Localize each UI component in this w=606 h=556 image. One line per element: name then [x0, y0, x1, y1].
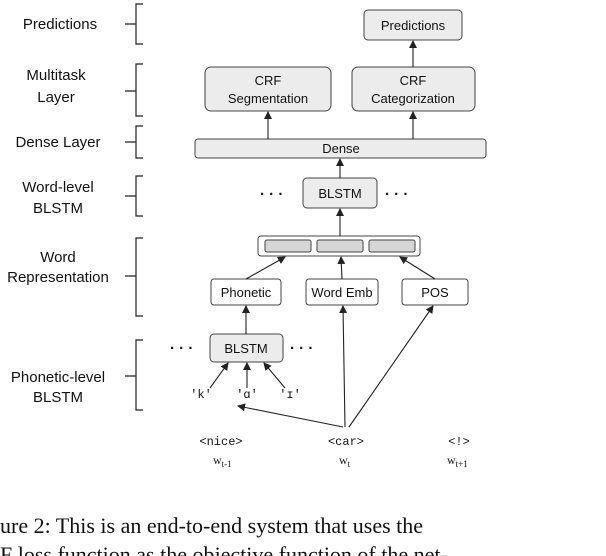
arrow-k-to-blstm: [209, 362, 229, 389]
arrow-pos-to-concat: [399, 256, 436, 280]
word-blstm-label: BLSTM: [318, 186, 361, 201]
phoneme-3: 'ɪ': [279, 388, 301, 402]
label-multitask-2: Layer: [37, 89, 75, 106]
crf-cat-label-1: CRF: [400, 73, 427, 88]
arrow-i-to-blstm: [263, 362, 286, 389]
label-predictions: Predictions: [23, 16, 97, 33]
crf-cat-label-2: Categorization: [371, 91, 455, 106]
arrow-phonetic-to-concat: [245, 256, 286, 280]
bracket-word-rep: [125, 237, 143, 317]
phonetic-blstm-label: BLSTM: [224, 341, 267, 356]
label-multitask-1: Multitask: [26, 67, 86, 84]
bracket-phonetic-level: [125, 339, 143, 411]
token-3-w: wt+1: [447, 453, 468, 469]
label-word-level-1: Word-level: [22, 179, 93, 196]
phoneme-2: 'ɑ': [236, 388, 258, 402]
arrow-token-to-phonemes: [237, 403, 344, 428]
ellipses: · · · · · · · · · · · ·: [170, 186, 408, 357]
crf-seg-label-1: CRF: [255, 73, 282, 88]
label-phonetic-level-2: BLSTM: [33, 389, 83, 406]
crf-seg-label-2: Segmentation: [228, 91, 308, 106]
token-1-w: wt-1: [213, 453, 232, 469]
phoneme-1: 'k': [190, 388, 212, 402]
ellipsis-word-left: · · ·: [260, 186, 283, 203]
concat-seg-1: [264, 239, 312, 253]
ellipsis-phon-left: · · ·: [170, 340, 193, 357]
phonemes: 'k' 'ɑ' 'ɪ': [190, 388, 301, 402]
predictions-box-label: Predictions: [381, 18, 446, 33]
phonetic-label: Phonetic: [221, 285, 272, 300]
arrow-token-to-wordemb: [339, 305, 348, 428]
token-1: <nice>: [199, 435, 242, 449]
bracket-multitask: [125, 63, 143, 117]
concat-seg-2: [316, 239, 364, 253]
figure-caption: ure 2: This is an end-to-end system that…: [0, 505, 606, 556]
bracket-word-level: [125, 175, 143, 217]
caption-line-2: F loss function as the objective functio…: [0, 542, 448, 556]
node-labels: Predictions CRF Segmentation CRF Categor…: [221, 18, 455, 356]
token-2: <car>: [328, 435, 364, 449]
arrows: [209, 40, 436, 428]
label-word-rep-2: Representation: [7, 269, 109, 286]
ellipsis-word-right: · · ·: [385, 186, 408, 203]
nodes: [194, 9, 487, 363]
arrow-wordemb-to-concat: [337, 256, 346, 280]
token-2-w: wt: [339, 453, 351, 469]
pos-label: POS: [421, 285, 449, 300]
token-3: <!>: [448, 435, 470, 449]
word-emb-label: Word Emb: [311, 285, 372, 300]
input-tokens: <nice> <car> <!> wt-1 wt wt+1: [199, 435, 469, 469]
side-labels: Predictions Multitask Layer Dense Layer …: [7, 16, 109, 406]
label-phonetic-level-1: Phonetic-level: [11, 369, 105, 386]
ellipsis-phon-right: · · ·: [290, 340, 313, 357]
caption-line-1: ure 2: This is an end-to-end system that…: [0, 513, 424, 538]
label-word-level-2: BLSTM: [33, 200, 83, 217]
bracket-dense: [125, 125, 143, 159]
label-word-rep-1: Word: [40, 249, 76, 266]
brackets: [125, 3, 143, 411]
label-dense-layer: Dense Layer: [15, 134, 100, 151]
arrow-token-to-pos: [348, 305, 434, 428]
dense-label: Dense: [322, 141, 360, 156]
concat-seg-3: [368, 239, 416, 253]
bracket-predictions: [125, 3, 143, 45]
